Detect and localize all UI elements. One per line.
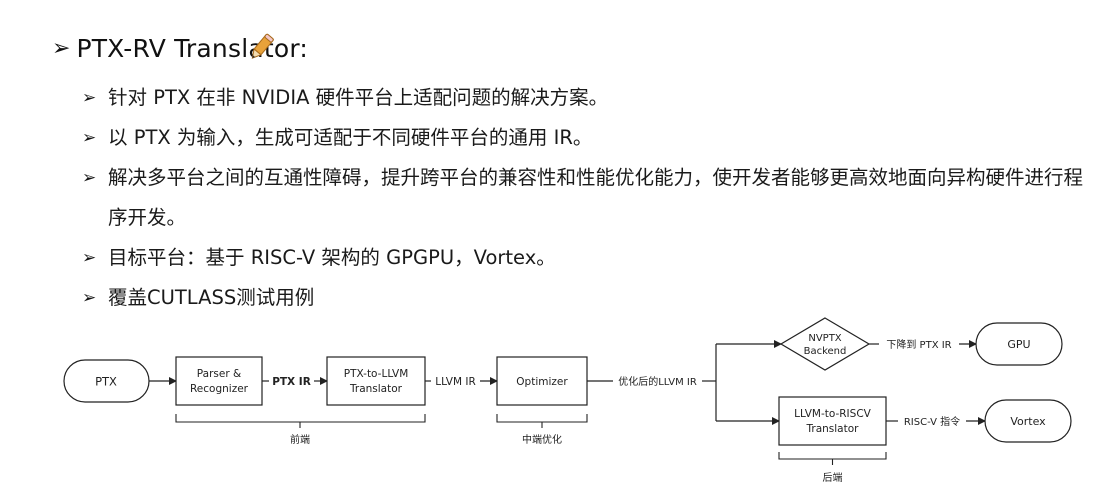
pipeline-diagram: PTX Parser & Recognizer PTX-to-LLVM Tran… <box>63 317 1072 484</box>
node-vortex <box>984 399 1072 443</box>
frontend-brace <box>175 414 426 423</box>
node-llvm-to-riscv <box>778 396 887 446</box>
node-optimizer <box>496 356 588 406</box>
node-gpu-label: GPU <box>1007 338 1030 351</box>
edge-label-llvm-ir: LLVM IR <box>435 376 476 388</box>
bullet-arrow-icon: ➢ <box>82 128 97 148</box>
node-ptx <box>63 359 150 403</box>
bullet-item: ➢ 目标平台：基于 RISC-V 架构的 GPGPU，Vortex。 <box>82 238 1092 278</box>
node-ptx-to-llvm-label-1: PTX-to-LLVM <box>344 368 409 380</box>
group-label-frontend: 前端 <box>290 433 310 446</box>
node-llvm-to-riscv-label-1: LLVM-to-RISCV <box>794 408 871 420</box>
node-nvptx-label-1: NVPTX <box>808 333 841 344</box>
title-bullet-arrow-icon: ➢ <box>52 35 71 61</box>
node-ptx-to-llvm-label-2: Translator <box>349 383 403 395</box>
group-label-middle-end: 中端优化 <box>522 433 562 446</box>
node-ptx-label: PTX <box>95 375 117 389</box>
bullet-text: 解决多平台之间的互通性障碍，提升跨平台的兼容性和性能优化能力，使开发者能够更高效… <box>108 166 1084 229</box>
bullet-arrow-icon: ➢ <box>82 288 97 308</box>
edge-label-lower-to-ptx-ir: 下降到 PTX IR <box>886 338 951 351</box>
bullet-text: 以 PTX 为输入，生成可适配于不同硬件平台的通用 IR。 <box>108 126 593 149</box>
bullet-text: 针对 PTX 在非 NVIDIA 硬件平台上适配问题的解决方案。 <box>108 86 609 109</box>
bullet-item: ➢ 针对 PTX 在非 NVIDIA 硬件平台上适配问题的解决方案。 <box>82 78 1092 118</box>
bullet-item: ➢ 解决多平台之间的互通性障碍，提升跨平台的兼容性和性能优化能力，使开发者能够更… <box>82 158 1092 238</box>
node-optimizer-label: Optimizer <box>516 376 568 388</box>
node-nvptx-backend <box>779 317 871 371</box>
node-parser-label-1: Parser & <box>197 368 241 380</box>
group-label-backend: 后端 <box>823 471 843 484</box>
node-parser-label-2: Recognizer <box>190 383 249 395</box>
bullet-item: ➢ 以 PTX 为输入，生成可适配于不同硬件平台的通用 IR。 <box>82 118 1092 158</box>
middle-end-brace <box>496 414 588 423</box>
bullet-text: 覆盖CUTLASS测试用例 <box>108 286 315 309</box>
node-llvm-to-riscv-label-2: Translator <box>806 423 860 435</box>
bullet-arrow-icon: ➢ <box>82 168 97 188</box>
node-vortex-label: Vortex <box>1010 415 1046 428</box>
node-nvptx-label-2: Backend <box>804 346 847 357</box>
node-gpu <box>975 322 1063 366</box>
bullet-arrow-icon: ➢ <box>82 88 97 108</box>
bullet-list: ➢ 针对 PTX 在非 NVIDIA 硬件平台上适配问题的解决方案。 ➢ 以 P… <box>82 78 1092 318</box>
bullet-text: 目标平台：基于 RISC-V 架构的 GPGPU，Vortex。 <box>108 246 556 269</box>
node-ptx-to-llvm <box>326 356 426 406</box>
edge-label-riscv-instructions: RISC-V 指令 <box>904 415 960 428</box>
backend-brace <box>778 452 887 460</box>
pencil-cursor-icon <box>251 33 274 59</box>
edge-label-optimized-llvm-ir: 优化后的LLVM IR <box>618 375 697 388</box>
edge-label-ptx-ir: PTX IR <box>272 376 311 388</box>
bullet-arrow-icon: ➢ <box>82 248 97 268</box>
node-parser <box>175 356 263 406</box>
bullet-item: ➢ 覆盖CUTLASS测试用例 <box>82 278 1092 318</box>
